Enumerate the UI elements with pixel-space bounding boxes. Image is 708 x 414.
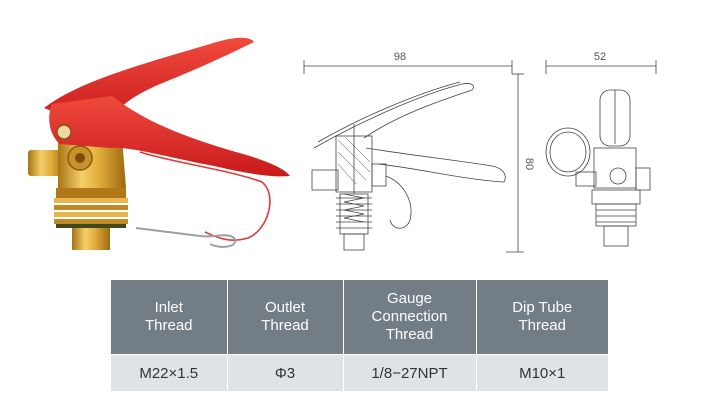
value-gauge-connection-thread: 1/8−27NPT — [343, 354, 477, 391]
spec-value-row: M22×1.5 Φ3 1/8−27NPT M10×1 — [111, 354, 608, 391]
spec-header-row: Inlet Thread Outlet Thread Gauge Connect… — [111, 280, 608, 355]
dimension-height-label: 80 — [523, 158, 534, 170]
spec-table: Inlet Thread Outlet Thread Gauge Connect… — [111, 280, 608, 391]
value-outlet-thread: Φ3 — [227, 354, 344, 391]
thread-neck — [54, 188, 128, 250]
dimension-front-width-label: 52 — [594, 51, 606, 63]
red-handle — [49, 96, 290, 177]
valve-photo — [28, 37, 290, 250]
side-port — [28, 150, 66, 176]
seal-pin — [135, 227, 237, 248]
header-dip-tube-thread: Dip Tube Thread — [476, 280, 608, 355]
value-inlet-thread: M22×1.5 — [111, 354, 228, 391]
seal-wire — [139, 151, 271, 241]
side-view-drawing: 98 80 — [303, 51, 534, 253]
header-inlet-thread: Inlet Thread — [111, 280, 228, 355]
value-dip-tube-thread: M10×1 — [476, 354, 608, 391]
dimension-width-label: 98 — [394, 51, 406, 63]
header-outlet-thread: Outlet Thread — [227, 280, 344, 355]
header-gauge-connection-thread: Gauge Connection Thread — [343, 280, 477, 355]
pivot-rivet — [56, 124, 72, 140]
front-view-drawing: 52 — [545, 51, 657, 247]
